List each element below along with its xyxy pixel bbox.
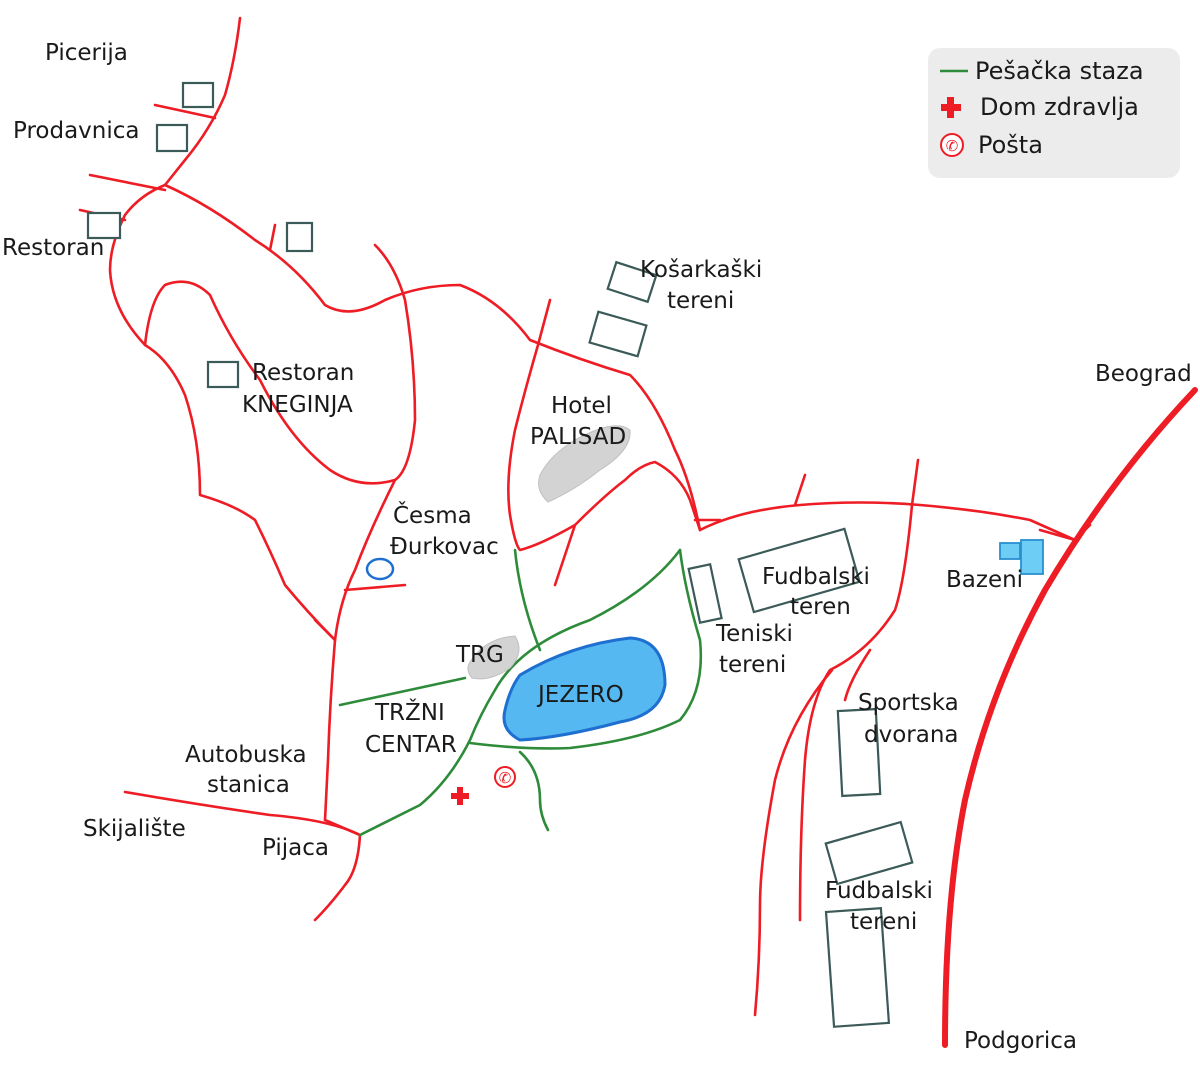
pools (999, 539, 1044, 575)
legend-post-office: Pošta (978, 131, 1043, 159)
hotel-palisad-area (538, 425, 631, 503)
label-jezero: JEZERO (536, 682, 624, 708)
label-palisad: PALISAD (530, 424, 626, 450)
label-teniski-tereni: tereni (719, 652, 786, 678)
label-dvorana: dvorana (864, 722, 959, 748)
label-bazeni: Bazeni (946, 567, 1023, 593)
phone-circle-icon: ✆ (494, 766, 516, 788)
label-kneginja: KNEGINJA (242, 392, 353, 418)
legend-red-cross-icon (941, 97, 961, 118)
map-legend: Pešačka staza Dom zdravlja ✆ Pošta (928, 48, 1180, 178)
label-teniski: Teniski (715, 621, 793, 647)
label-fudbalski-teren: teren (790, 594, 851, 620)
walking-paths (338, 548, 703, 837)
legend-walking-path: Pešačka staza (975, 57, 1144, 85)
legend-health-center: Dom zdravlja (980, 93, 1139, 121)
legend-phone-circle-icon: ✆ (940, 133, 964, 157)
trg-area (467, 635, 520, 680)
red-cross-icon (451, 787, 469, 805)
label-prodavnica: Prodavnica (13, 118, 140, 144)
label-restoran: Restoran (2, 235, 104, 261)
label-fudbalski: Fudbalski (762, 564, 870, 590)
label-stanica: stanica (207, 772, 290, 798)
label-sportska: Sportska (858, 690, 959, 716)
map-labels: Picerija Prodavnica Restoran Restoran KN… (2, 40, 1192, 1054)
svg-text:✆: ✆ (946, 137, 959, 155)
label-fudbalski-2: Fudbalski (825, 878, 933, 904)
label-trzni: TRŽNI (374, 698, 445, 726)
label-kosarkaski: Košarkaški (640, 257, 762, 283)
buildings (86, 81, 914, 1028)
label-picerija: Picerija (45, 40, 128, 66)
label-restoran-kneginja: Restoran (252, 360, 354, 386)
label-podgorica: Podgorica (964, 1028, 1077, 1054)
label-hotel: Hotel (551, 393, 612, 419)
lake-jezero (502, 636, 667, 742)
label-beograd: Beograd (1095, 361, 1192, 387)
label-durkovac: Đurkovac (390, 534, 499, 560)
cesma-spring-icon (365, 557, 395, 581)
road-network (78, 16, 1092, 1017)
label-kosarkaski-tereni: tereni (667, 288, 734, 314)
label-pijaca: Pijaca (262, 835, 329, 861)
label-trg: TRG (455, 642, 504, 668)
label-autobuska: Autobuska (185, 742, 307, 768)
label-fudbalski-tereni: tereni (850, 909, 917, 935)
label-centar: CENTAR (365, 732, 457, 758)
label-cesma: Česma (393, 501, 472, 529)
label-skijaliste: Skijalište (83, 816, 186, 842)
legend-background (928, 48, 1180, 178)
svg-text:✆: ✆ (499, 769, 512, 787)
main-road (942, 387, 1198, 1048)
